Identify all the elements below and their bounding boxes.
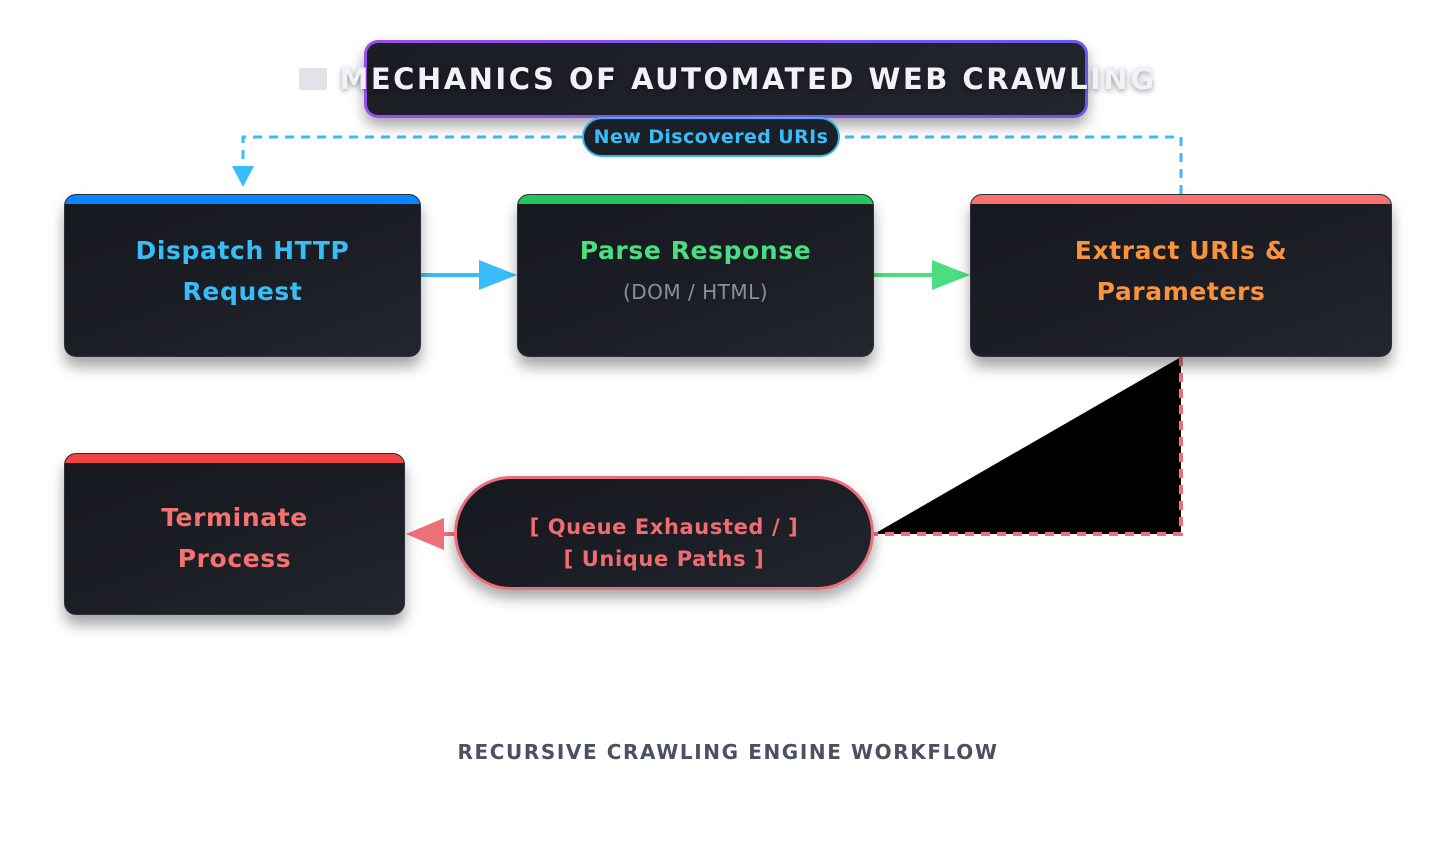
node-parse-response: Parse Response (DOM / HTML) (517, 194, 874, 357)
node-extract-uris: Extract URIs & Parameters (970, 194, 1392, 357)
decision-to-terminate-arrowhead (406, 518, 444, 550)
parse-to-extract-arrowhead (932, 260, 970, 290)
node-dispatch-request: Dispatch HTTP Request (64, 194, 421, 357)
node-terminate-line2: Process (177, 544, 292, 573)
loop-connector (241, 135, 1183, 194)
node-accent-bar (518, 195, 873, 204)
node-parse-subtitle: (DOM / HTML) (622, 280, 769, 304)
node-accent-bar (65, 195, 420, 204)
decision-line2: [ Unique Paths ] (563, 547, 765, 571)
diagram-caption: RECURSIVE CRAWLING ENGINE WORKFLOW (457, 740, 999, 764)
decision-line1: [ Queue Exhausted / ] (529, 515, 799, 539)
dispatch-to-parse-arrowhead (479, 260, 517, 290)
diagram-title-text: MECHANICS OF AUTOMATED WEB CRAWLING (339, 62, 1157, 96)
node-terminate-process: Terminate Process (64, 453, 405, 615)
diagram-title: MECHANICS OF AUTOMATED WEB CRAWLING (0, 62, 1456, 96)
decision-queue-exhausted: [ Queue Exhausted / ] [ Unique Paths ] (454, 476, 874, 590)
node-dispatch-line2: Request (182, 277, 303, 306)
extract-to-decision-dashed-path (874, 357, 1183, 536)
node-extract-line2: Parameters (1096, 277, 1266, 306)
extract-to-decision-connector (874, 357, 1181, 534)
node-accent-bar (971, 195, 1391, 204)
title-frame (364, 40, 1088, 118)
loop-label: New Discovered URIs (582, 117, 840, 157)
node-extract-line1: Extract URIs & (1074, 236, 1288, 265)
loop-arrowhead (232, 166, 254, 187)
node-accent-bar (65, 454, 404, 463)
node-parse-line1: Parse Response (579, 236, 812, 265)
cog-icon (299, 68, 328, 90)
node-dispatch-line1: Dispatch HTTP (135, 236, 350, 265)
node-terminate-line1: Terminate (161, 503, 308, 532)
